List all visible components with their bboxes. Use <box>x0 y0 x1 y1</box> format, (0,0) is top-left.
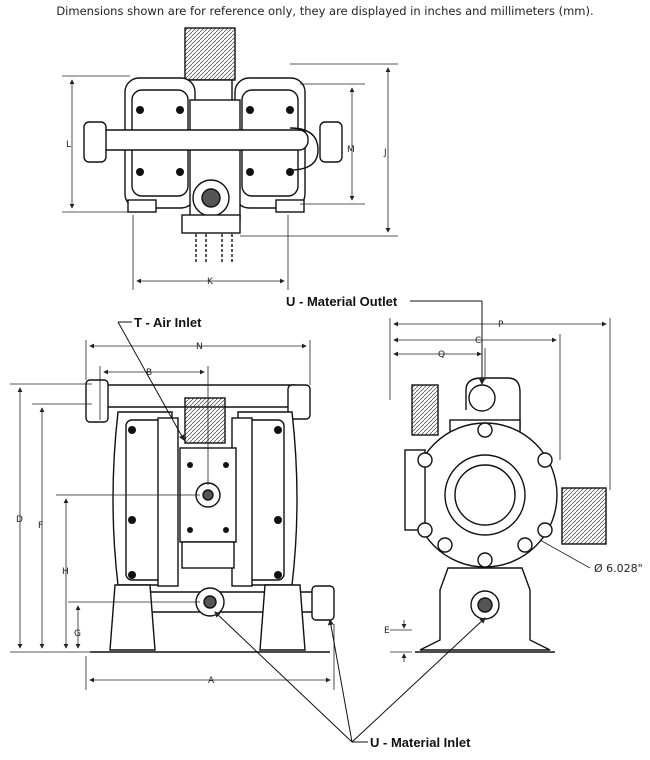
dim-L: L <box>66 140 71 150</box>
front-view-dimensions <box>10 340 335 690</box>
side-view <box>404 377 607 653</box>
dim-Q: Q <box>438 350 445 360</box>
manifold-top <box>97 129 309 151</box>
muffler-front <box>184 397 226 444</box>
dim-K: K <box>207 277 214 287</box>
dim-N: N <box>196 342 203 352</box>
top-view-dimensions <box>62 63 398 290</box>
dim-P: P <box>498 320 504 330</box>
dim-C: C <box>475 336 481 346</box>
dim-F: F <box>38 521 43 531</box>
muffler-top <box>184 27 236 81</box>
side-view-dimensions <box>389 318 611 662</box>
diameter-label: Ø 6.028" <box>594 562 643 575</box>
dim-J: J <box>383 148 387 158</box>
callout-leaders <box>117 300 486 743</box>
dim-B: B <box>146 368 152 378</box>
dim-H: H <box>62 567 69 577</box>
callout-material-outlet: U - Material Outlet <box>286 294 398 309</box>
top-view <box>83 27 343 262</box>
dim-E: E <box>384 626 390 636</box>
front-view <box>85 379 335 653</box>
reference-note: Dimensions shown are for reference only,… <box>56 4 594 18</box>
callout-air-inlet: T - Air Inlet <box>134 315 202 330</box>
dim-G: G <box>74 629 81 639</box>
right-chamber-front <box>237 411 298 586</box>
dim-M: M <box>347 145 355 155</box>
dim-A: A <box>208 676 215 686</box>
outlet-port <box>468 384 496 412</box>
callout-material-inlet: U - Material Inlet <box>370 735 471 750</box>
dim-D: D <box>16 515 23 525</box>
